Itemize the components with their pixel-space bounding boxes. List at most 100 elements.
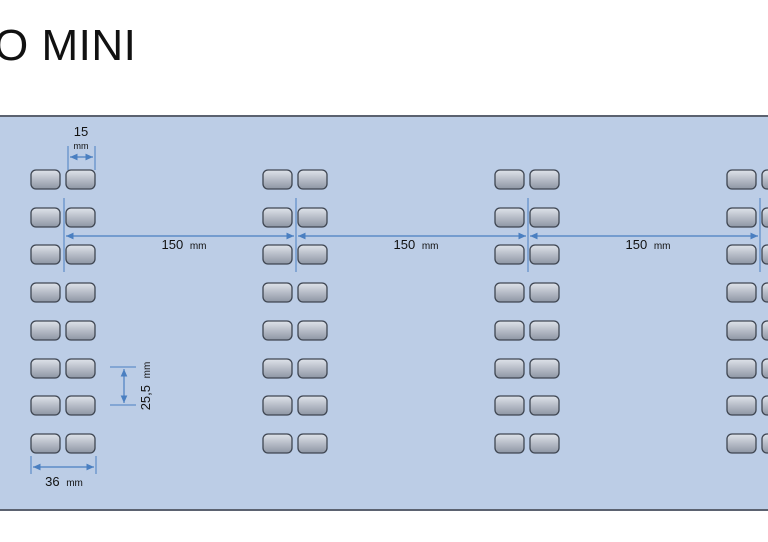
led-chip [494,358,525,379]
led-chip [262,169,293,190]
led-chip [297,358,328,379]
led-pair [726,395,768,416]
led-chip [494,169,525,190]
svg-text:150 mm: 150 mm [394,237,439,252]
led-pair [494,320,560,341]
led-chip [65,282,96,303]
dimension-column-pitch-2: 150 mm [298,232,526,252]
led-chip [297,282,328,303]
dimension-value: 15 [74,124,88,139]
led-chip [761,320,768,341]
led-chip [529,282,560,303]
led-pair [494,169,560,190]
led-chip [297,244,328,265]
led-pair [494,244,560,265]
led-pair [262,320,328,341]
led-chip [297,433,328,454]
led-pair [30,282,96,303]
dimension-value: 36 [45,474,59,489]
dimension-value: 150 [394,237,416,252]
led-chip [65,207,96,228]
led-strip-panel [0,115,768,511]
led-chip [529,207,560,228]
led-chip [726,433,757,454]
dimension-unit: mm [142,362,153,379]
led-chip [494,244,525,265]
led-chip [297,395,328,416]
led-chip [529,433,560,454]
led-pair [30,207,96,228]
led-chip [30,244,61,265]
led-chip [529,358,560,379]
led-chip [726,169,757,190]
svg-text:36 mm: 36 mm [45,474,83,489]
led-pair [30,433,96,454]
dimension-value: 150 [626,237,648,252]
dimension-unit: mm [66,478,83,489]
page-title: O MINI [0,21,137,70]
dimension-column-pitch-1: 150 mm [66,232,294,252]
svg-text:150 mm: 150 mm [162,237,207,252]
led-chip [65,395,96,416]
led-chip [30,282,61,303]
dimension-row-pitch: 25,5 mm [110,362,153,410]
dimension-unit: mm [422,241,439,252]
led-chip [262,433,293,454]
led-pair [262,244,328,265]
led-chip [262,358,293,379]
led-chip [494,320,525,341]
led-chip [761,169,768,190]
led-chip [494,207,525,228]
led-chip [30,395,61,416]
led-chip [65,358,96,379]
led-chip [726,282,757,303]
led-chip [30,358,61,379]
led-pair [262,358,328,379]
led-chip [761,282,768,303]
led-chip [65,169,96,190]
dimension-pair-width: 36 mm [30,456,97,489]
led-pair [262,282,328,303]
led-pair [494,282,560,303]
led-column-4 [726,169,768,454]
led-pair [726,207,768,228]
led-pair [30,395,96,416]
led-chip [761,207,768,228]
led-chip [297,169,328,190]
led-pair [494,358,560,379]
led-chip [761,395,768,416]
svg-text:150 mm: 150 mm [626,237,671,252]
dimension-unit: mm [654,241,671,252]
led-chip [297,320,328,341]
led-chip [494,395,525,416]
led-chip [262,395,293,416]
led-chip [726,244,757,265]
led-chip [65,244,96,265]
led-chip [262,244,293,265]
led-chip [65,433,96,454]
led-chip [494,433,525,454]
led-chip [30,207,61,228]
led-chip [726,207,757,228]
led-pair [726,358,768,379]
led-pair [30,320,96,341]
led-chip [494,282,525,303]
led-chip [529,320,560,341]
led-column-1 [30,169,96,454]
led-pair [494,395,560,416]
led-pair [494,207,560,228]
led-pair [30,169,96,190]
led-chip [262,320,293,341]
led-chip [30,169,61,190]
led-chip [30,320,61,341]
led-chip [529,244,560,265]
led-chip [529,169,560,190]
led-pair [726,244,768,265]
led-chip [761,244,768,265]
led-pair [494,433,560,454]
led-groups [30,169,768,454]
led-pair [726,282,768,303]
led-pair [262,169,328,190]
